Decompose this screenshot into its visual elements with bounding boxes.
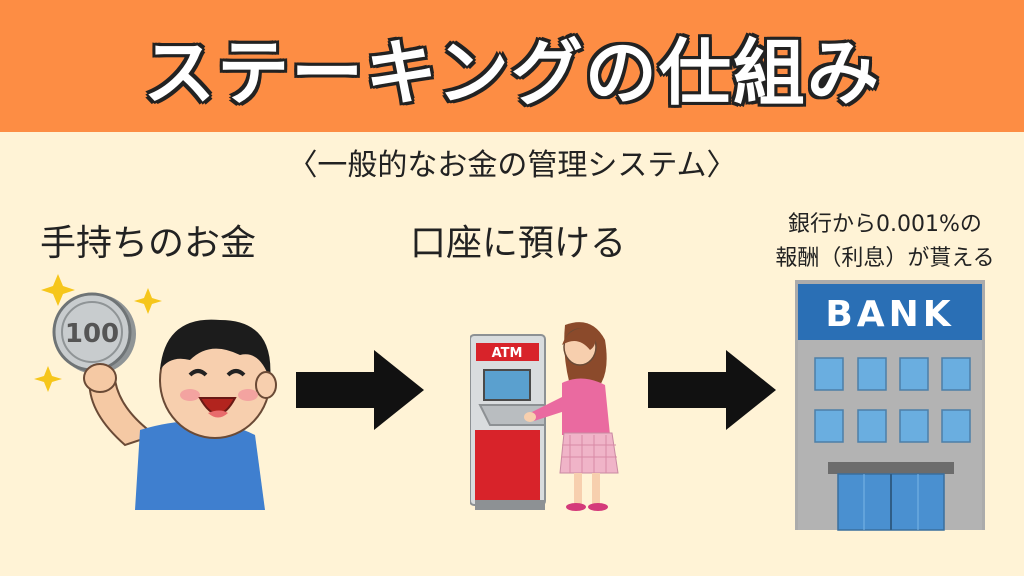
step-label-cash: 手持ちのお金 xyxy=(40,223,257,264)
sparkle-icon xyxy=(41,274,75,306)
sparkle-icon xyxy=(134,288,162,314)
sparkle-icon xyxy=(34,366,62,392)
step-label-reward: 銀行から0.001%の 報酬（利息）が貰える xyxy=(760,208,1010,276)
coin-value: 100 xyxy=(65,319,119,349)
title-banner: ステーキングの仕組み xyxy=(0,0,1024,132)
atm-sign: ATM xyxy=(492,346,523,361)
woman-figure xyxy=(524,322,619,511)
reward-line-2: 報酬（利息）が貰える xyxy=(775,246,995,271)
bank-sign: BANK xyxy=(825,294,954,335)
reward-line-1: 銀行から0.001%の xyxy=(788,212,982,237)
person-holding-coin-illustration: 100 xyxy=(34,274,277,510)
arrow-right-icon xyxy=(296,350,424,430)
coin-icon: 100 xyxy=(52,292,136,374)
bank-building-icon: BANK xyxy=(795,280,985,531)
diagram-subtitle: 〈一般的なお金の管理システム〉 xyxy=(287,148,737,183)
step-label-deposit: 口座に預ける xyxy=(410,223,627,264)
page-title: ステーキングの仕組み xyxy=(143,30,881,115)
arrow-right-icon xyxy=(648,350,776,430)
atm-machine-icon: ATM xyxy=(470,334,546,510)
atm-deposit-illustration: ATM xyxy=(470,322,619,511)
